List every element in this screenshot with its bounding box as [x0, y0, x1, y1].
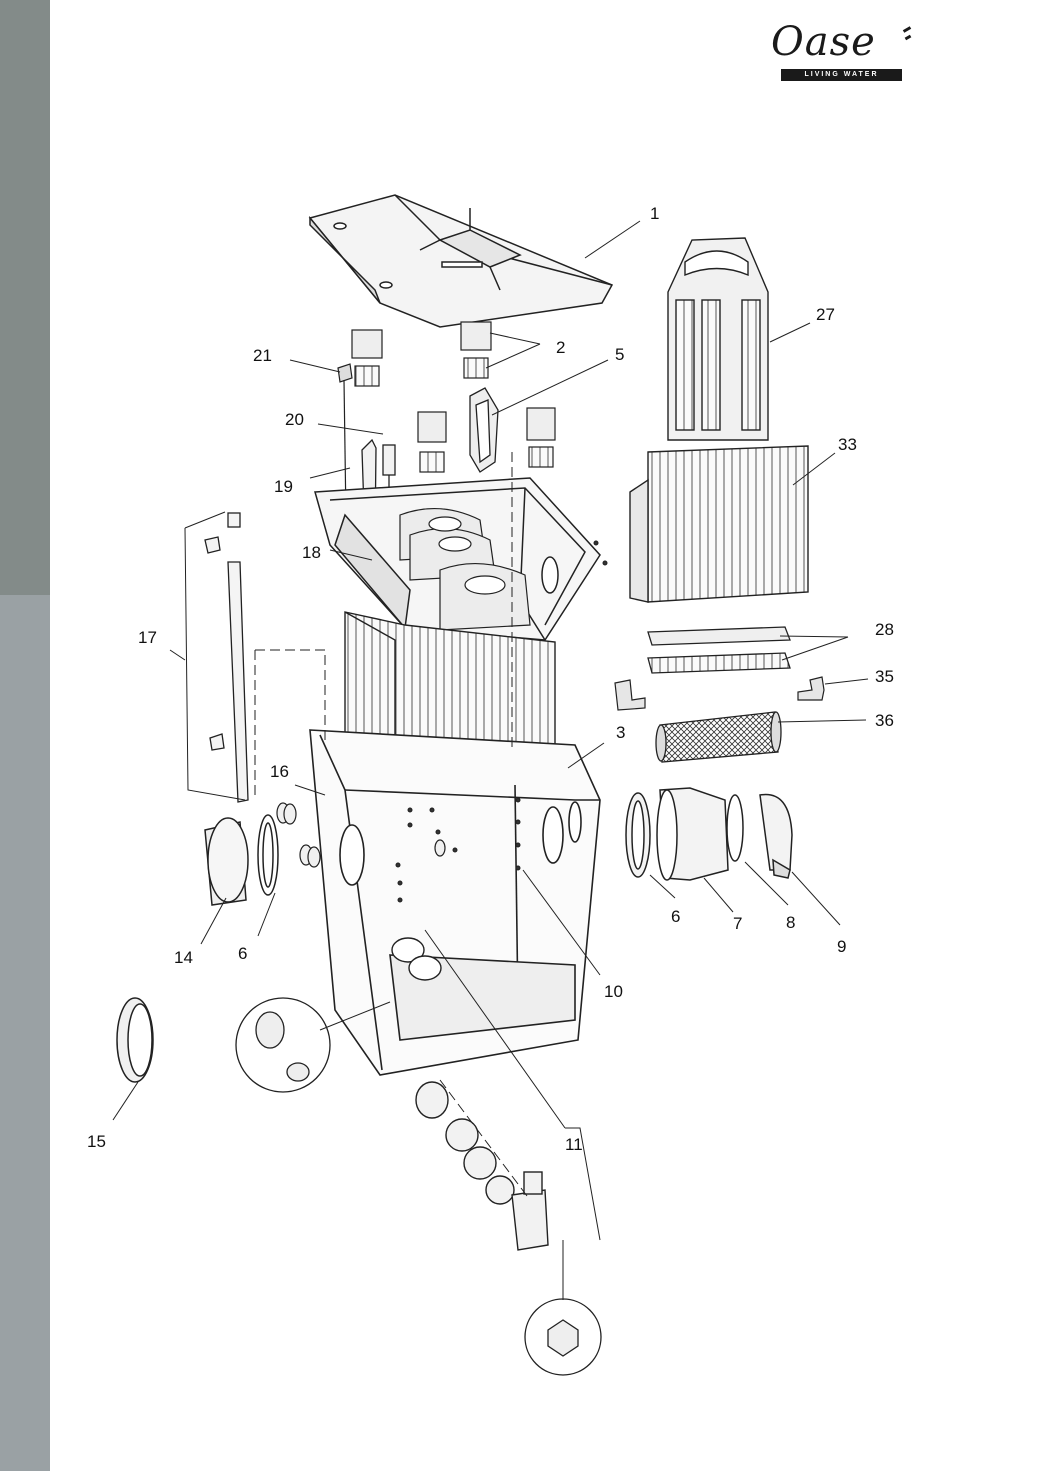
part-frame-27 — [667, 237, 769, 441]
part-frame-arches — [399, 508, 531, 631]
callout-27: 27 — [816, 305, 835, 324]
part-lid — [308, 194, 614, 328]
leader-lines — [112, 220, 869, 1300]
part-mesh-tube — [655, 711, 782, 763]
callout-10: 10 — [604, 982, 623, 1001]
part-foam-33 — [629, 445, 809, 603]
callout-7: 7 — [733, 914, 742, 933]
callout-21: 21 — [253, 346, 272, 365]
callout-8: 8 — [786, 913, 795, 932]
part-housing — [309, 729, 601, 1076]
callout-6-right: 6 — [671, 907, 680, 926]
part-screws — [395, 540, 608, 903]
part-clips-35 — [614, 676, 825, 711]
part-clips — [351, 321, 556, 473]
callout-1: 1 — [650, 204, 659, 223]
part-flange-left — [204, 814, 279, 906]
callout-16: 16 — [270, 762, 289, 781]
part-gaskets-16 — [276, 802, 446, 868]
callout-6-left: 6 — [238, 944, 247, 963]
part-ring-15 — [116, 997, 154, 1083]
part-hose — [204, 512, 249, 803]
callout-20: 20 — [285, 410, 304, 429]
callout-2: 2 — [556, 338, 565, 357]
callout-35: 35 — [875, 667, 894, 686]
callout-36: 36 — [875, 711, 894, 730]
part-handle — [469, 387, 499, 473]
callout-19: 19 — [274, 477, 293, 496]
callout-3: 3 — [616, 723, 625, 742]
oase-logo: Oase LIVING WATER — [765, 18, 915, 84]
logo-wordmark: Oase — [771, 19, 876, 65]
detail-circles — [235, 997, 602, 1376]
part-strips-28 — [647, 626, 791, 674]
sidebar-dark-band — [0, 0, 50, 595]
part-valve-assembly — [391, 937, 549, 1251]
sidebar-light-band — [0, 595, 50, 1471]
callout-11: 11 — [565, 1135, 583, 1154]
dashed-guides — [254, 452, 531, 1201]
callout-33: 33 — [838, 435, 857, 454]
logo-tagline: LIVING WATER — [781, 69, 902, 81]
callout-9: 9 — [837, 937, 846, 956]
callout-18: 18 — [302, 543, 321, 562]
callout-5: 5 — [615, 345, 624, 364]
callout-17: 17 — [138, 628, 157, 647]
callout-labels: 1 2 5 21 27 20 19 33 18 17 28 35 3 36 16… — [87, 204, 894, 1154]
callout-28: 28 — [875, 620, 894, 639]
callout-15: 15 — [87, 1132, 106, 1151]
callout-14: 14 — [174, 948, 193, 967]
part-fittings-right — [625, 787, 793, 881]
